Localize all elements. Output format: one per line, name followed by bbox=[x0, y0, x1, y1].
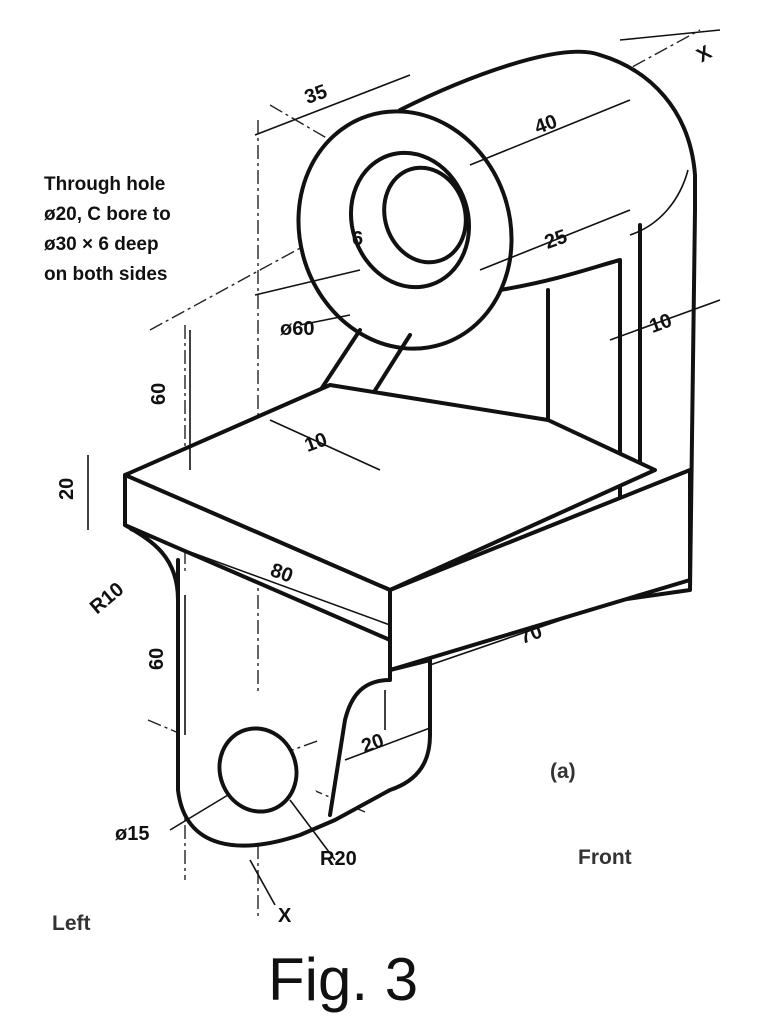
dim-height-upper: 60 bbox=[148, 383, 170, 405]
boss-outer bbox=[296, 109, 514, 351]
lug-body bbox=[176, 558, 432, 848]
bracket-curve-edge bbox=[629, 169, 689, 236]
dim-plate-thickness: 20 bbox=[56, 478, 78, 500]
dimension-lines bbox=[87, 29, 721, 906]
lug-fillet bbox=[123, 523, 180, 602]
note-line-4: on both sides bbox=[44, 264, 168, 285]
boss-counterbore bbox=[348, 150, 472, 290]
dim-fillet-radius: R10 bbox=[86, 578, 128, 618]
dim-boss-length: 35 bbox=[302, 81, 330, 109]
note-line-1: Through hole bbox=[44, 174, 165, 195]
note-line-2: ø20, C bore to bbox=[44, 204, 171, 225]
section-mark-bottom: X bbox=[278, 905, 292, 927]
base-right bbox=[388, 468, 692, 672]
front-view-label: Front bbox=[578, 846, 632, 869]
dim-boss-diameter: ø60 bbox=[280, 318, 314, 340]
base-plate bbox=[123, 383, 692, 672]
dim-height-lower: 60 bbox=[146, 648, 168, 670]
through-hole-note: Through hole ø20, C bore to ø30 × 6 deep… bbox=[44, 174, 171, 285]
left-view-label: Left bbox=[52, 912, 91, 935]
boss-through-hole bbox=[382, 165, 468, 265]
dim-lug-radius: R20 bbox=[320, 848, 357, 870]
subfigure-label: (a) bbox=[550, 760, 576, 783]
lug-hole bbox=[217, 726, 299, 814]
dim-hole-diameter: ø15 bbox=[115, 823, 149, 845]
boss bbox=[296, 109, 514, 351]
section-mark-top: X bbox=[693, 41, 716, 67]
figure-caption: Fig. 3 bbox=[268, 946, 418, 1013]
note-line-3: ø30 × 6 deep bbox=[44, 234, 159, 255]
lug bbox=[123, 523, 432, 848]
dim-counterbore-depth: 6 bbox=[352, 228, 363, 250]
